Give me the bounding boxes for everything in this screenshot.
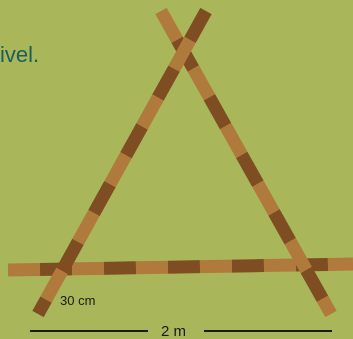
pole-left-segment	[40, 267, 68, 303]
pole-left-segment	[32, 296, 52, 318]
pole-right-segment	[252, 180, 280, 216]
pole-right-segment	[236, 151, 264, 187]
pole-left-segment	[88, 181, 116, 217]
segment-label: 30 cm	[60, 293, 95, 308]
pole-bottom-segment	[71, 261, 105, 276]
pole-bottom-segment	[231, 259, 265, 273]
pole-left-segment	[184, 7, 212, 44]
pole-right	[155, 7, 337, 318]
pole-bottom-segment	[7, 262, 41, 277]
pole-bottom-segment	[135, 260, 169, 275]
pole-left	[32, 7, 212, 318]
poles	[7, 7, 353, 318]
text-fragment: ivel.	[0, 42, 39, 67]
pole-right-segment	[316, 295, 337, 318]
pole-right-segment	[187, 65, 216, 101]
pole-left-segment	[152, 65, 180, 101]
pole-right-segment	[203, 94, 232, 130]
pole-bottom-segment	[199, 259, 233, 274]
pole-bottom-segment	[103, 261, 137, 275]
pole-right-segment	[268, 209, 296, 245]
scale-label: 2 m	[161, 323, 186, 339]
pole-left-segment	[72, 209, 100, 246]
pole-left-segment	[56, 238, 84, 274]
pole-right-segment	[155, 7, 183, 43]
pole-right-segment	[284, 238, 312, 274]
pole-left-segment	[104, 152, 132, 188]
pole-left-segment	[168, 36, 196, 72]
pole-left-segment	[120, 123, 148, 159]
pole-right-segment	[300, 266, 329, 302]
pole-bottom-segment	[167, 260, 201, 274]
pole-left-segment	[136, 94, 164, 130]
pole-bottom-segment	[263, 258, 297, 273]
pole-right-segment	[219, 122, 248, 159]
